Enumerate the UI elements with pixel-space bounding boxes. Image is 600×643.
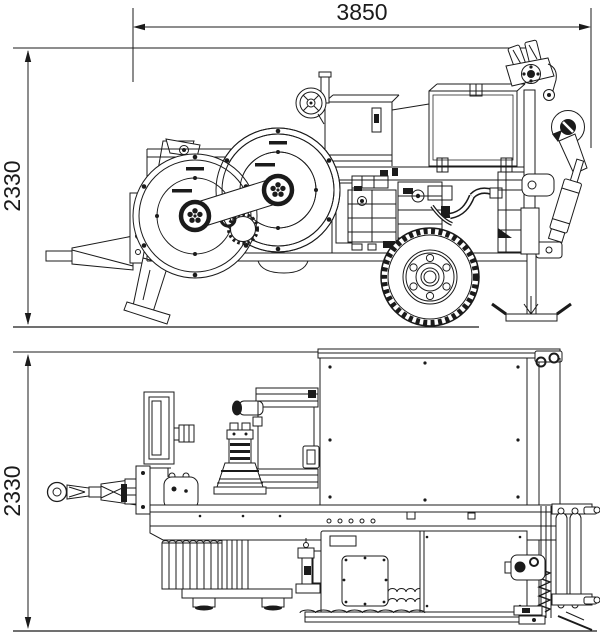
dimension-height-plan: 2330 (0, 351, 597, 632)
belly-pan (257, 260, 309, 274)
mid-panel (391, 91, 430, 166)
hub-rear (264, 176, 292, 204)
tire-tread (381, 228, 479, 326)
hydraulic-motor-top (143, 391, 195, 477)
arrowhead-down (24, 313, 32, 325)
bull-wheel-drums-plan (161, 539, 293, 611)
side-elevation-view (13, 39, 588, 328)
dimension-height-side: 2330 (0, 47, 531, 325)
dimension-overall-length: 3850 (132, 0, 592, 148)
dimension-height-plan-label: 2330 (0, 465, 25, 516)
hand-wheel (295, 87, 327, 125)
arrowhead-left (133, 23, 145, 31)
dimension-length-label: 3850 (336, 0, 387, 25)
tow-bar (45, 235, 134, 271)
bottom-frame-plan (299, 609, 542, 623)
dimension-height-side-label: 2330 (0, 160, 25, 211)
rear-roller-assembly-plan (504, 358, 600, 631)
capstan-turret (213, 422, 267, 495)
panel-bolts (328, 361, 520, 502)
tow-bar-plan (46, 465, 151, 515)
rear-jack-leg (491, 207, 572, 322)
hydraulic-tank-plan (312, 530, 425, 614)
arrowhead-up (24, 354, 32, 366)
side-rails (255, 387, 320, 489)
arrowhead-right (579, 23, 591, 31)
guide-roller-top (232, 400, 264, 427)
arrowhead-up (24, 50, 32, 62)
hitch-mount-plate (135, 465, 151, 515)
hydraulic-cylinder (521, 158, 585, 259)
hub-front (181, 202, 209, 230)
pivot-tab (521, 173, 555, 197)
arrowhead-down (24, 617, 32, 629)
top-plan-view (46, 348, 600, 631)
engine-cover-panel (319, 357, 528, 507)
cable-guide-rollers (505, 39, 557, 101)
road-wheel (380, 227, 480, 327)
valve-block-plan (295, 538, 321, 594)
handle-slot (371, 107, 382, 133)
right-pillar-band (526, 357, 540, 621)
toolbox-left (324, 94, 400, 162)
toolbox-right (428, 83, 526, 173)
top-hook-bracket (534, 350, 563, 368)
